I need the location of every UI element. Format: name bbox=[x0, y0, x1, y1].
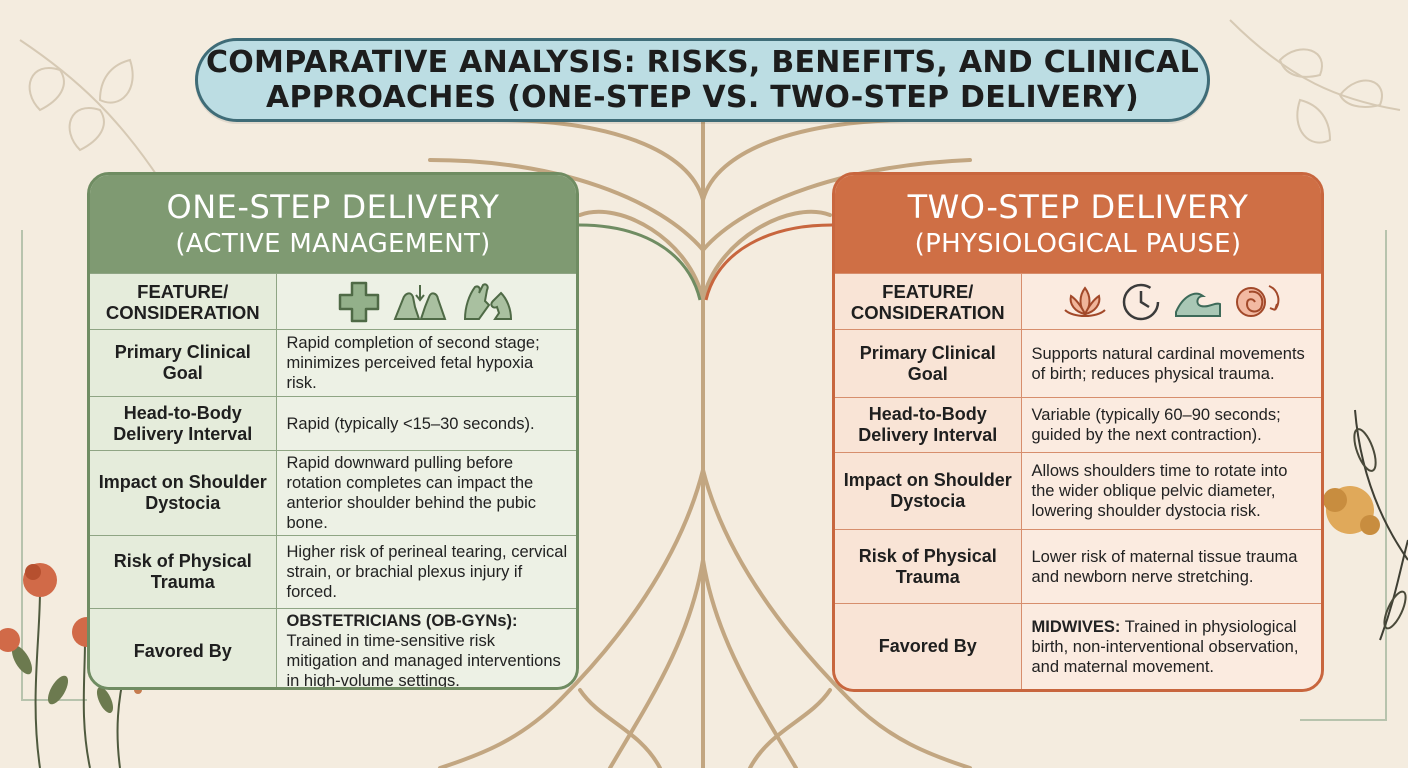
title-line-1: COMPARATIVE ANALYSIS: RISKS, BENEFITS, A… bbox=[205, 45, 1200, 80]
row-feature: Impact on Shoulder Dystocia bbox=[90, 450, 277, 536]
leaf-sprigs bbox=[19, 19, 1401, 181]
table-row: Impact on Shoulder Dystocia Rapid downwa… bbox=[90, 450, 576, 536]
one-step-table: FEATURE/ CONSIDERATION bbox=[90, 273, 576, 690]
green-connector bbox=[578, 223, 702, 301]
feature-column-header: FEATURE/ CONSIDERATION bbox=[90, 273, 277, 330]
table-row: Impact on Shoulder Dystocia Allows shoul… bbox=[835, 452, 1321, 530]
orange-connector bbox=[704, 223, 833, 301]
table-row: Favored By MIDWIVES: Trained in physiolo… bbox=[835, 603, 1321, 689]
row-feature: Impact on Shoulder Dystocia bbox=[835, 452, 1022, 530]
left-frame-line bbox=[21, 230, 87, 701]
wave-icon bbox=[1175, 292, 1222, 317]
tree-roots bbox=[428, 118, 972, 768]
favored-by-lead: MIDWIVES: bbox=[1031, 617, 1121, 636]
row-feature: Risk of Physical Trauma bbox=[90, 535, 277, 609]
right-frame-line bbox=[1300, 230, 1387, 721]
one-step-header: ONE-STEP DELIVERY (ACTIVE MANAGEMENT) bbox=[90, 175, 576, 273]
two-step-header: TWO-STEP DELIVERY (PHYSIOLOGICAL PAUSE) bbox=[835, 175, 1321, 273]
medical-cross-icon bbox=[339, 281, 380, 322]
row-description: Allows shoulders time to rotate into the… bbox=[1020, 452, 1321, 530]
row-description: Rapid downward pulling before rotation c… bbox=[275, 450, 576, 536]
table-row: Risk of Physical Trauma Higher risk of p… bbox=[90, 535, 576, 609]
row-feature: Favored By bbox=[90, 608, 277, 687]
icon-header-cell bbox=[1020, 273, 1321, 330]
favored-by-lead: OBSTETRICIANS (OB-GYNs): bbox=[286, 612, 518, 630]
row-description: Variable (typically 60–90 seconds; guide… bbox=[1020, 397, 1321, 453]
title-line-2: APPROACHES (ONE-STEP VS. TWO-STEP DELIVE… bbox=[265, 80, 1140, 115]
table-header-row: FEATURE/ CONSIDERATION bbox=[90, 273, 576, 330]
one-step-panel: ONE-STEP DELIVERY (ACTIVE MANAGEMENT) FE… bbox=[87, 172, 579, 690]
row-description: Supports natural cardinal movements of b… bbox=[1020, 329, 1321, 398]
row-description: Higher risk of perineal tearing, cervica… bbox=[275, 535, 576, 609]
page-title: COMPARATIVE ANALYSIS: RISKS, BENEFITS, A… bbox=[195, 38, 1210, 122]
two-step-panel: TWO-STEP DELIVERY (PHYSIOLOGICAL PAUSE) … bbox=[832, 172, 1324, 692]
table-header-row: FEATURE/ CONSIDERATION bbox=[835, 273, 1321, 330]
favored-by-text: Trained in physiological birth, non-inte… bbox=[1031, 617, 1299, 676]
baby-icon bbox=[1236, 284, 1280, 317]
two-step-heading: TWO-STEP DELIVERY bbox=[907, 188, 1249, 226]
table-row: Primary Clinical Goal Rapid completion o… bbox=[90, 329, 576, 397]
row-description: Lower risk of maternal tissue trauma and… bbox=[1020, 529, 1321, 604]
right-flowers bbox=[1323, 409, 1408, 641]
row-description: Rapid completion of second stage; minimi… bbox=[275, 329, 576, 397]
two-step-subheading: (PHYSIOLOGICAL PAUSE) bbox=[914, 229, 1242, 259]
row-feature: Primary Clinical Goal bbox=[90, 329, 277, 397]
row-feature: Favored By bbox=[835, 603, 1022, 689]
table-row: Primary Clinical Goal Supports natural c… bbox=[835, 329, 1321, 398]
hands-pushing-down-icon bbox=[393, 284, 447, 320]
row-description: Rapid (typically <15–30 seconds). bbox=[275, 396, 576, 451]
row-feature: Head-to-Body Delivery Interval bbox=[90, 396, 277, 451]
clock-icon bbox=[1123, 283, 1160, 320]
favored-by-description: MIDWIVES: Trained in physiological birth… bbox=[1020, 603, 1321, 689]
two-step-table: FEATURE/ CONSIDERATION bbox=[835, 273, 1321, 689]
table-row: Risk of Physical Trauma Lower risk of ma… bbox=[835, 529, 1321, 604]
table-row: Head-to-Body Delivery Interval Variable … bbox=[835, 397, 1321, 453]
table-row: Head-to-Body Delivery Interval Rapid (ty… bbox=[90, 396, 576, 451]
hands-grasping-icon bbox=[464, 282, 513, 320]
row-feature: Primary Clinical Goal bbox=[835, 329, 1022, 398]
row-feature: Risk of Physical Trauma bbox=[835, 529, 1022, 604]
one-step-subheading: (ACTIVE MANAGEMENT) bbox=[175, 229, 491, 259]
one-step-heading: ONE-STEP DELIVERY bbox=[166, 188, 500, 226]
table-row: Favored By OBSTETRICIANS (OB-GYNs): Trai… bbox=[90, 608, 576, 690]
favored-by-description: OBSTETRICIANS (OB-GYNs): Trained in time… bbox=[275, 608, 576, 690]
row-feature: Head-to-Body Delivery Interval bbox=[835, 397, 1022, 453]
favored-by-text: Trained in time-sensitive risk mitigatio… bbox=[286, 632, 561, 690]
icon-header-cell bbox=[275, 273, 576, 330]
lotus-icon bbox=[1064, 285, 1106, 317]
feature-column-header: FEATURE/ CONSIDERATION bbox=[835, 273, 1022, 330]
